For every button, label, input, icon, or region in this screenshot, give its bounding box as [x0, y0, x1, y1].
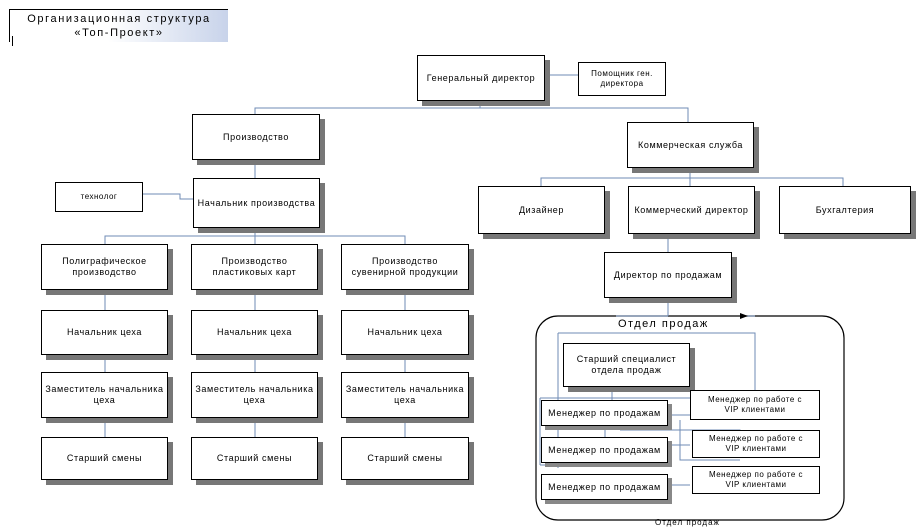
node-deputy-3[interactable]: Заместитель начальника цеха: [341, 372, 469, 418]
node-vip-manager-1[interactable]: Менеджер по работе с VIP клиентами: [690, 390, 820, 420]
node-sales-manager-3[interactable]: Менеджер по продажам: [541, 474, 668, 500]
node-sales-director[interactable]: Директор по продажам: [604, 252, 732, 298]
node-assistant[interactable]: Помощник ген. директора: [578, 62, 666, 96]
sales-department-caption: Отдел продаж: [655, 518, 720, 527]
node-vip-manager-2[interactable]: Менеджер по работе с VIP клиентами: [692, 430, 820, 458]
node-vip-manager-3[interactable]: Менеджер по работе с VIP клиентами: [692, 466, 820, 494]
node-deputy-1[interactable]: Заместитель начальника цеха: [41, 372, 168, 418]
node-shift-lead-1[interactable]: Старший смены: [41, 437, 168, 480]
sales-department-frame: [535, 315, 845, 521]
chart-title-line1: Организационная структура: [27, 13, 211, 25]
node-commercial-service[interactable]: Коммерческая служба: [627, 122, 754, 168]
node-accounting[interactable]: Бухгалтерия: [779, 186, 911, 234]
node-shift-lead-3[interactable]: Старший смены: [341, 437, 469, 480]
node-shop-head-2[interactable]: Начальник цеха: [191, 310, 318, 355]
node-sales-manager-1[interactable]: Менеджер по продажам: [541, 400, 668, 426]
chart-title: Организационная структура «Топ-Проект»: [9, 9, 228, 42]
node-shop-head-3[interactable]: Начальник цеха: [341, 310, 469, 355]
node-deputy-2[interactable]: Заместитель начальника цеха: [191, 372, 318, 418]
arrow-head: [740, 313, 748, 319]
node-head-of-production[interactable]: Начальник производства: [193, 178, 320, 228]
node-polygraph-production[interactable]: Полиграфическое производство: [41, 244, 168, 290]
node-designer[interactable]: Дизайнер: [478, 186, 605, 234]
title-tick: [12, 36, 13, 46]
node-souvenir-production[interactable]: Производство сувенирной продукции: [341, 244, 469, 290]
node-commercial-director[interactable]: Коммерческий директор: [628, 186, 755, 234]
sales-department-label: Отдел продаж: [618, 318, 709, 330]
node-senior-sales-specialist[interactable]: Старший специалист отдела продаж: [563, 343, 690, 387]
node-shift-lead-2[interactable]: Старший смены: [191, 437, 318, 480]
node-general-director[interactable]: Генеральный директор: [417, 55, 545, 101]
chart-title-line2: «Топ-Проект»: [74, 27, 164, 39]
node-plastic-cards-production[interactable]: Производство пластиковых карт: [191, 244, 318, 290]
node-production[interactable]: Производство: [192, 114, 320, 160]
node-shop-head-1[interactable]: Начальник цеха: [41, 310, 168, 355]
node-technologist[interactable]: технолог: [55, 182, 143, 212]
node-sales-manager-2[interactable]: Менеджер по продажам: [541, 437, 668, 463]
